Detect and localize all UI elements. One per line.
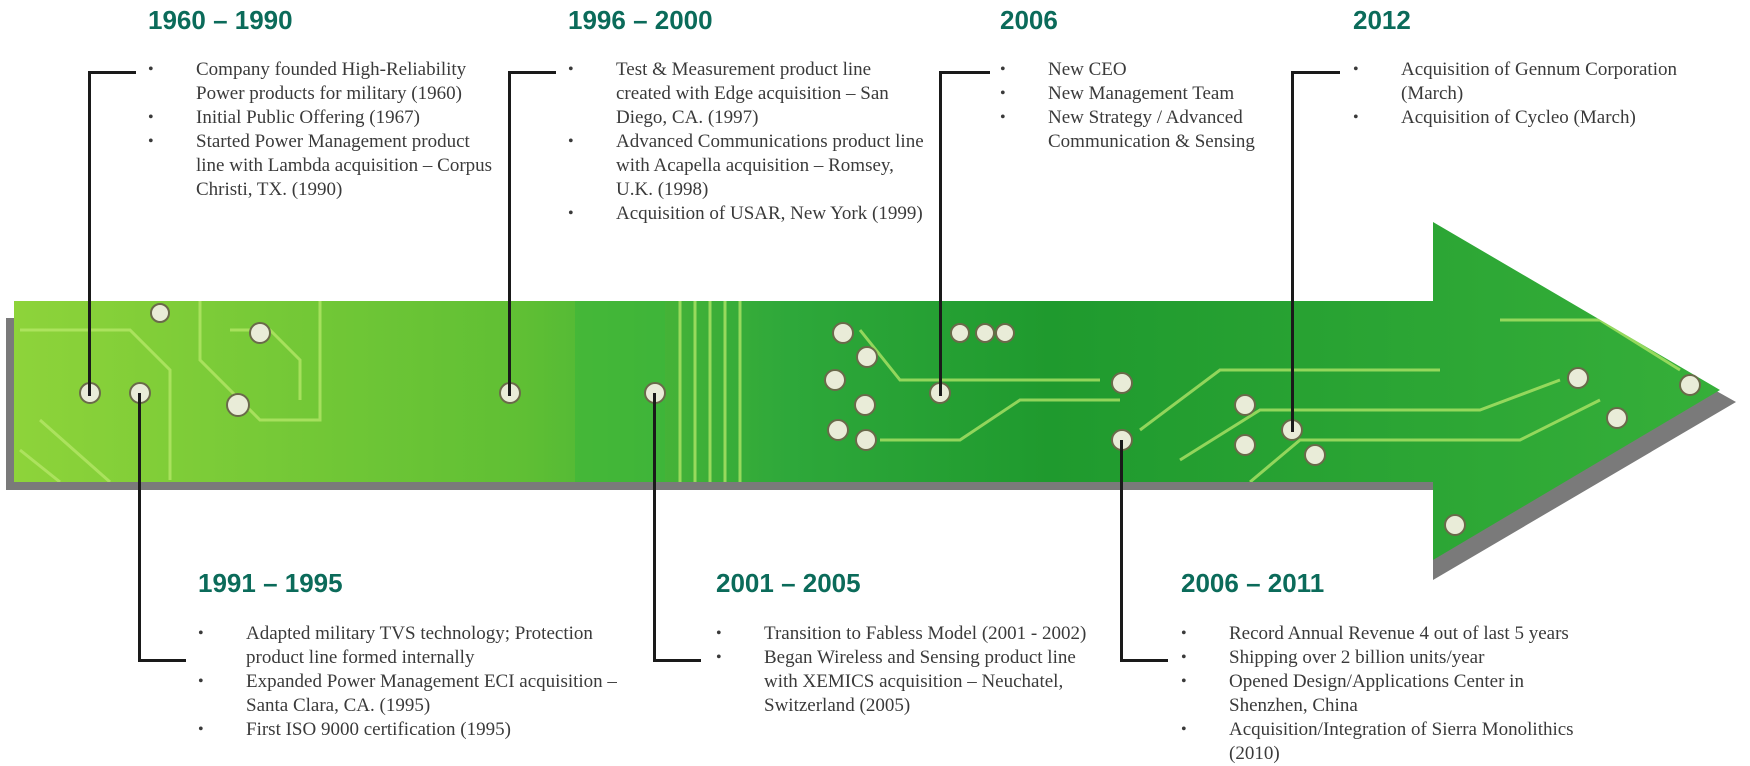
bullet-item: Acquisition of Gennum Corporation (March… bbox=[1353, 58, 1693, 106]
connector-1996-2000 bbox=[508, 71, 556, 396]
bullet-item: Advanced Communications product line wit… bbox=[568, 130, 928, 202]
bullet-item: Expanded Power Management ECI acquisitio… bbox=[198, 670, 618, 718]
period-bullets: Acquisition of Gennum Corporation (March… bbox=[1353, 58, 1693, 130]
period-heading: 1991 – 1995 bbox=[198, 568, 343, 598]
period-heading: 2012 bbox=[1353, 5, 1411, 35]
bullet-item: Acquisition of Cycleo (March) bbox=[1353, 106, 1693, 130]
bullet-item: Acquisition of USAR, New York (1999) bbox=[568, 202, 928, 226]
bullet-item: Opened Design/Applications Center in She… bbox=[1181, 670, 1601, 718]
bullet-item: Adapted military TVS technology; Protect… bbox=[198, 622, 618, 670]
connector-1991-1995 bbox=[138, 393, 186, 662]
connector-2012 bbox=[1291, 71, 1340, 432]
connector-2001-2005 bbox=[653, 393, 701, 662]
bullet-item: New Strategy / Advanced Communication & … bbox=[1000, 106, 1300, 154]
bullet-item: Shipping over 2 billion units/year bbox=[1181, 646, 1601, 670]
period-bullets: Record Annual Revenue 4 out of last 5 ye… bbox=[1181, 622, 1601, 766]
period-bullets: New CEO New Management Team New Strategy… bbox=[1000, 58, 1300, 154]
bullet-item: Record Annual Revenue 4 out of last 5 ye… bbox=[1181, 622, 1601, 646]
bullet-item: Acquisition/Integration of Sierra Monoli… bbox=[1181, 718, 1601, 766]
period-heading: 2006 bbox=[1000, 5, 1058, 35]
period-heading: 2001 – 2005 bbox=[716, 568, 861, 598]
bullet-item: Test & Measurement product line created … bbox=[568, 58, 928, 130]
bullet-item: New Management Team bbox=[1000, 82, 1300, 106]
period-heading: 2006 – 2011 bbox=[1181, 568, 1325, 598]
bullet-item: New CEO bbox=[1000, 58, 1300, 82]
connector-2006 bbox=[939, 71, 990, 396]
period-heading: 1960 – 1990 bbox=[148, 5, 293, 35]
connector-2006-2011 bbox=[1120, 440, 1168, 662]
bullet-item: Transition to Fabless Model (2001 - 2002… bbox=[716, 622, 1096, 646]
period-bullets: Test & Measurement product line created … bbox=[568, 58, 928, 226]
bullet-item: Began Wireless and Sensing product line … bbox=[716, 646, 1096, 718]
bullet-item: Initial Public Offering (1967) bbox=[148, 106, 493, 130]
period-bullets: Company founded High-Reliability Power p… bbox=[148, 58, 493, 202]
connector-1960-1990 bbox=[88, 71, 136, 396]
bullet-item: Company founded High-Reliability Power p… bbox=[148, 58, 493, 106]
period-bullets: Adapted military TVS technology; Protect… bbox=[198, 622, 618, 742]
period-heading: 1996 – 2000 bbox=[568, 5, 713, 35]
bullet-item: First ISO 9000 certification (1995) bbox=[198, 718, 618, 742]
period-bullets: Transition to Fabless Model (2001 - 2002… bbox=[716, 622, 1096, 718]
bullet-item: Started Power Management product line wi… bbox=[148, 130, 493, 202]
